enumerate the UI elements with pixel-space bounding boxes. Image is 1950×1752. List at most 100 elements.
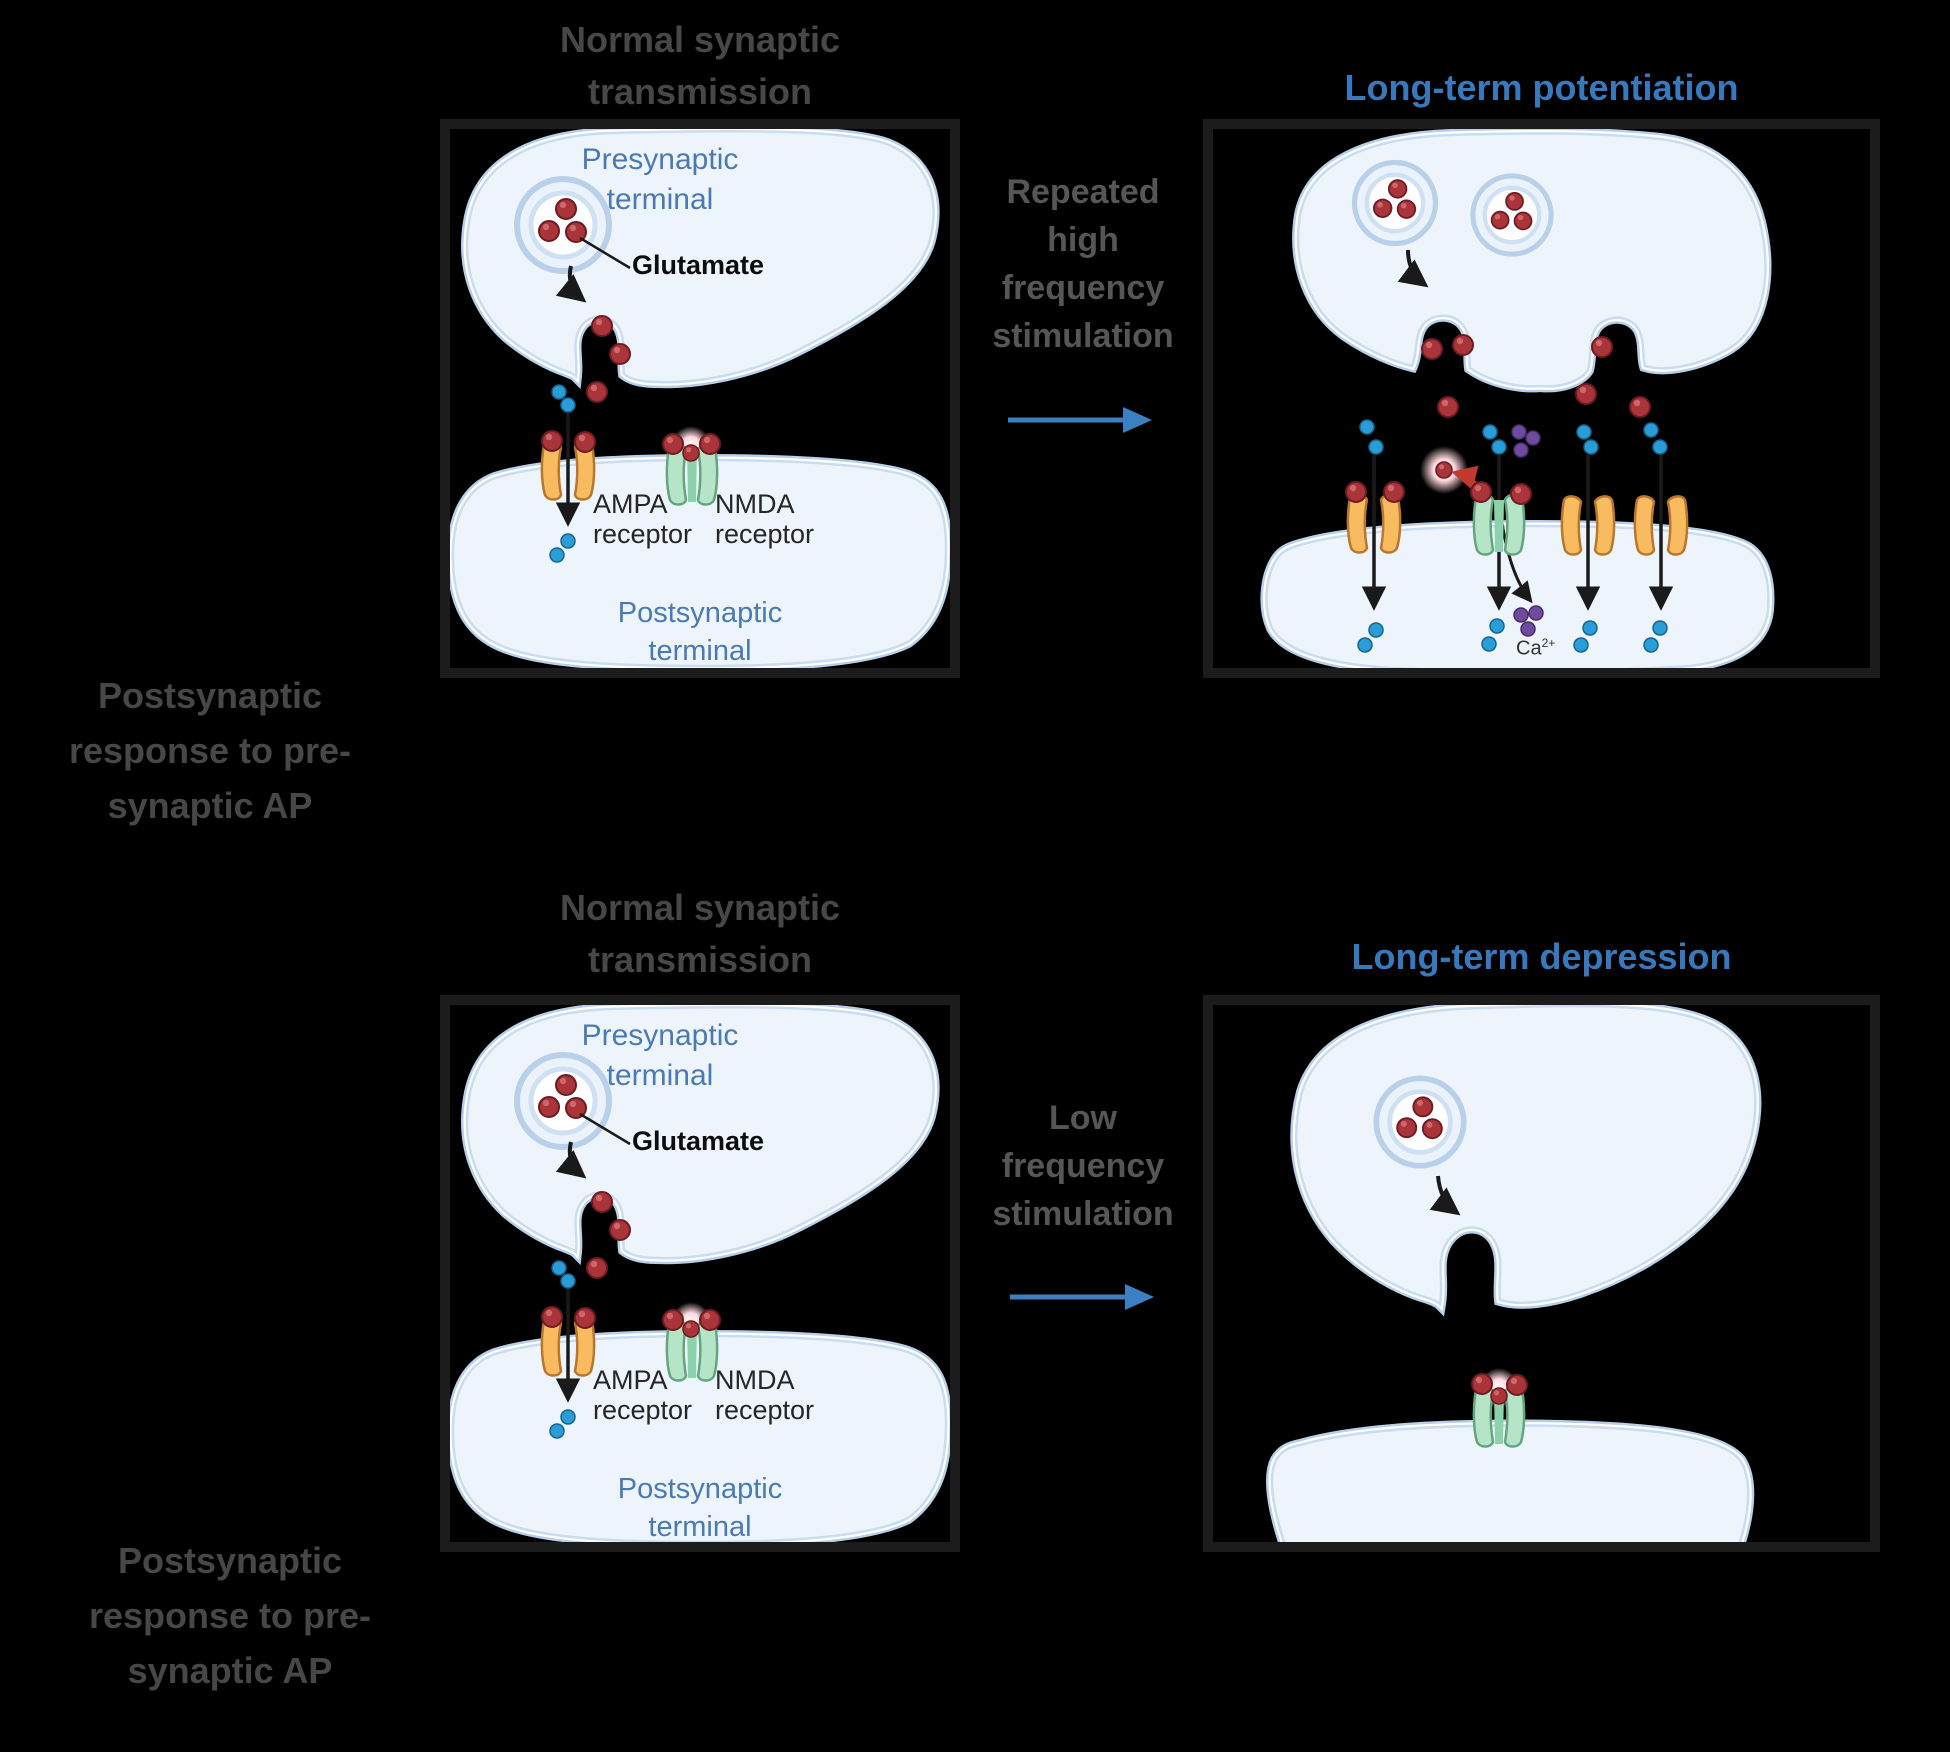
axis-label-postsynaptic-response-bottom: Postsynaptic response to pre- synaptic A… (35, 1533, 425, 1698)
side-label-line: response to pre- (88, 1595, 372, 1636)
label-line: terminal (648, 635, 752, 667)
label-line: AMPA (593, 1365, 668, 1395)
calcium-ion (1520, 621, 1536, 637)
title-line: Normal synaptic (559, 887, 841, 928)
label-line: Presynaptic (581, 143, 739, 176)
right-arrow-icon (1008, 407, 1152, 433)
side-label-line: Postsynaptic (117, 1540, 343, 1581)
glutamate-pointer-line (579, 236, 631, 270)
label-nmda-receptor: NMDA receptor (715, 1365, 814, 1425)
label-line: terminal (648, 1511, 752, 1543)
glutamate-molecule (1506, 1374, 1528, 1396)
title-line: Normal synaptic (559, 19, 841, 60)
release-arrow-icon (555, 265, 587, 303)
side-label-line: Postsynaptic (97, 675, 323, 716)
synaptic-vesicle (1473, 176, 1551, 254)
stimulus-line: high (1047, 221, 1119, 259)
label-line: receptor (715, 519, 815, 549)
label-glutamate: Glutamate (632, 250, 765, 280)
synapse-diagram (450, 129, 950, 668)
sodium-ion (1582, 620, 1598, 636)
side-label-line: synaptic AP (127, 1650, 333, 1691)
panel-normal-synaptic-transmission-bottom (440, 995, 960, 1552)
stimulus-label-high-frequency: Repeated high frequency stimulation (983, 168, 1183, 360)
sodium-ion (1359, 419, 1375, 435)
panel-normal-synaptic-transmission-top (440, 119, 960, 678)
panel-title-normal-transmission-2: Normal synaptic transmission (440, 882, 960, 986)
glutamate-molecule (1421, 338, 1443, 360)
ltp-diagram (1213, 129, 1870, 668)
label-presynaptic-terminal: Presynaptic terminal (440, 140, 880, 220)
panel-title-ltd: Long-term depression (1351, 936, 1732, 977)
nmda-receptor (665, 426, 719, 506)
calcium-ion (1513, 607, 1529, 623)
panel-long-term-potentiation (1203, 119, 1880, 678)
glutamate-molecule (586, 381, 608, 403)
label-calcium: Ca2+ (1516, 636, 1555, 661)
stimulus-line: stimulation (992, 1195, 1174, 1233)
stimulus-line: Repeated (1006, 173, 1160, 211)
glutamate-molecule (541, 430, 563, 452)
label-line: Postsynaptic (617, 1473, 783, 1505)
sodium-ion (560, 533, 576, 549)
glutamate-molecule (1452, 334, 1474, 356)
glutamate-molecule (1575, 383, 1597, 405)
stimulus-line: stimulation (992, 317, 1174, 355)
calcium-ion (1525, 430, 1541, 446)
panel-title-normal-transmission-1: Normal synaptic transmission (440, 14, 960, 118)
sodium-ion (1368, 622, 1384, 638)
glutamate-molecule (699, 433, 721, 455)
glutamate-molecule (1470, 481, 1492, 503)
glutamate-molecule (609, 343, 631, 365)
magnesium-block (1490, 1387, 1508, 1405)
synaptic-vesicle (1376, 1078, 1463, 1165)
calcium-ion (1528, 605, 1544, 621)
sodium-ion (1583, 439, 1599, 455)
release-arrow-icon (1397, 249, 1429, 288)
sodium-ion (1643, 637, 1659, 653)
magnesium-block (682, 444, 700, 462)
label-line: NMDA (715, 1365, 795, 1395)
glutamate-molecule (574, 431, 596, 453)
sodium-ion (1489, 618, 1505, 634)
label-line: receptor (715, 1395, 815, 1425)
sodium-ion (1576, 424, 1592, 440)
label-line: terminal (606, 183, 714, 216)
panel-long-term-depression (1203, 995, 1880, 1552)
stimulus-line: frequency (1001, 269, 1165, 307)
sodium-ion (560, 397, 576, 413)
presynaptic-terminal-shape (1296, 1005, 1755, 1304)
stimulus-line: Low (1049, 1099, 1117, 1137)
sodium-ion (551, 384, 567, 400)
glutamate-molecule (662, 433, 684, 455)
label-line: NMDA (715, 489, 795, 519)
title-line: transmission (587, 939, 813, 980)
axis-label-postsynaptic-response-top: Postsynaptic response to pre- synaptic A… (20, 668, 400, 833)
label-nmda-receptor: NMDA receptor (715, 489, 814, 549)
glutamate-molecule (1510, 483, 1532, 505)
sodium-ion (1368, 439, 1384, 455)
label-ampa-receptor: AMPA receptor (593, 489, 692, 549)
label-line: Presynaptic (581, 1019, 739, 1052)
sodium-ion (1482, 424, 1498, 440)
stimulus-label-low-frequency: Low frequency stimulation (983, 1094, 1183, 1238)
glutamate-molecule (1471, 1373, 1493, 1395)
side-label-line: synaptic AP (107, 785, 313, 826)
synaptic-vesicle (1355, 163, 1436, 244)
calcium-ion (1511, 424, 1527, 440)
sodium-ion (1573, 637, 1589, 653)
magnesium-expelled (1420, 446, 1482, 494)
sodium-ion (1357, 637, 1373, 653)
title-line: transmission (587, 71, 813, 112)
label-line: receptor (593, 1395, 693, 1425)
sodium-ion (1481, 636, 1497, 652)
label-postsynaptic-terminal: Postsynaptic terminal (440, 1470, 960, 1546)
sodium-ion (1652, 439, 1668, 455)
side-label-line: response to pre- (68, 730, 352, 771)
glutamate-molecule (1383, 481, 1405, 503)
ltd-diagram (1213, 1005, 1870, 1542)
label-postsynaptic-terminal: Postsynaptic terminal (440, 594, 960, 670)
sodium-ion (1491, 439, 1507, 455)
glutamate-molecule (1629, 396, 1651, 418)
sodium-ion (1643, 422, 1659, 438)
